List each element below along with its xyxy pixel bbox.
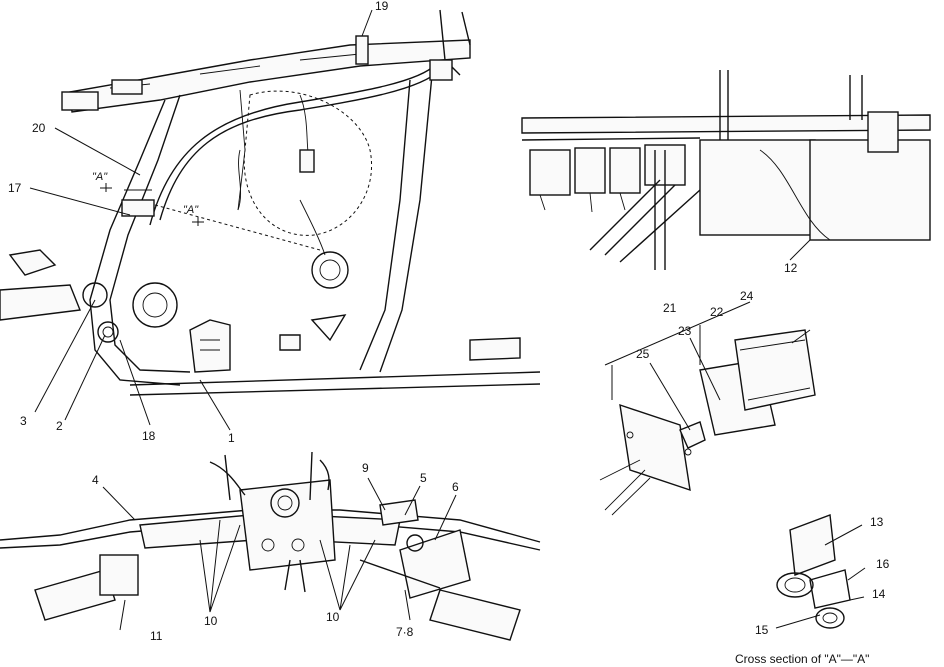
callout-6: 6: [452, 480, 459, 494]
callout-9: 9: [362, 461, 369, 475]
callout-7-8: 7·8: [396, 625, 414, 639]
callout-numbers: 19 20 17 3 2 18 1 12 21 24 22 23 25 4 9 …: [8, 0, 890, 643]
frame-top-bracket: [61, 91, 99, 111]
callout-25: 25: [636, 347, 650, 361]
callout-15: 15: [755, 623, 769, 637]
headlight-bracket: [239, 479, 336, 571]
callout-1: 1: [228, 431, 235, 445]
callout-2: 2: [56, 419, 63, 433]
section-line-a: [154, 204, 321, 251]
handlebar-view: [0, 451, 541, 641]
bulb: [679, 421, 706, 449]
callout-19: 19: [375, 0, 389, 13]
callout-13: 13: [870, 515, 884, 529]
callout-20: 20: [32, 121, 46, 135]
frame-top-tube: [69, 39, 471, 113]
callout-5: 5: [420, 471, 427, 485]
main-harness: [159, 69, 441, 221]
battery-box: [699, 139, 816, 236]
cross-section-caption: Cross section of "A"—"A": [735, 652, 869, 666]
left-switch: [99, 554, 139, 596]
callout-23: 23: [678, 324, 692, 338]
left-grip: [34, 569, 116, 621]
section-grommet: [776, 572, 814, 598]
section-mark-a-top: "A": [92, 171, 108, 183]
callout-17: 17: [8, 181, 22, 195]
harness-clamp: [121, 199, 155, 217]
callout-11: 11: [150, 629, 163, 643]
right-grip: [429, 589, 521, 641]
callout-12: 12: [784, 261, 798, 275]
taillight-base: [619, 403, 691, 492]
harness-band: [355, 35, 369, 65]
section-mark-a-right: "A": [183, 204, 199, 216]
callout-4: 4: [92, 473, 99, 487]
callout-14: 14: [872, 587, 886, 601]
rear-frame-rail: [521, 114, 931, 134]
lens: [734, 329, 816, 411]
callout-21: 21: [663, 301, 677, 315]
rear-harness-view: [521, 70, 931, 270]
rear-frame-tube: [359, 79, 411, 371]
section-tube: [789, 514, 836, 576]
taillight-assembly: [599, 301, 816, 516]
ignition-switch: [270, 488, 300, 518]
cross-section-a-a: [776, 514, 851, 629]
ignition-coil: [311, 251, 349, 289]
section-clamp: [815, 607, 845, 629]
callout-16: 16: [876, 557, 890, 571]
frame-harness-view: [0, 9, 541, 396]
callout-3: 3: [20, 414, 27, 428]
callout-10b: 10: [326, 610, 340, 624]
front-down-tube: [89, 99, 181, 386]
callout-24: 24: [740, 289, 754, 303]
leader-lines: [29, 9, 866, 631]
engine-outline: [243, 90, 372, 236]
callout-22: 22: [710, 305, 724, 319]
callout-18: 18: [142, 429, 156, 443]
tool-box: [809, 139, 931, 241]
right-switch: [399, 529, 471, 599]
callout-10a: 10: [204, 614, 218, 628]
bottom-rail: [129, 371, 541, 386]
